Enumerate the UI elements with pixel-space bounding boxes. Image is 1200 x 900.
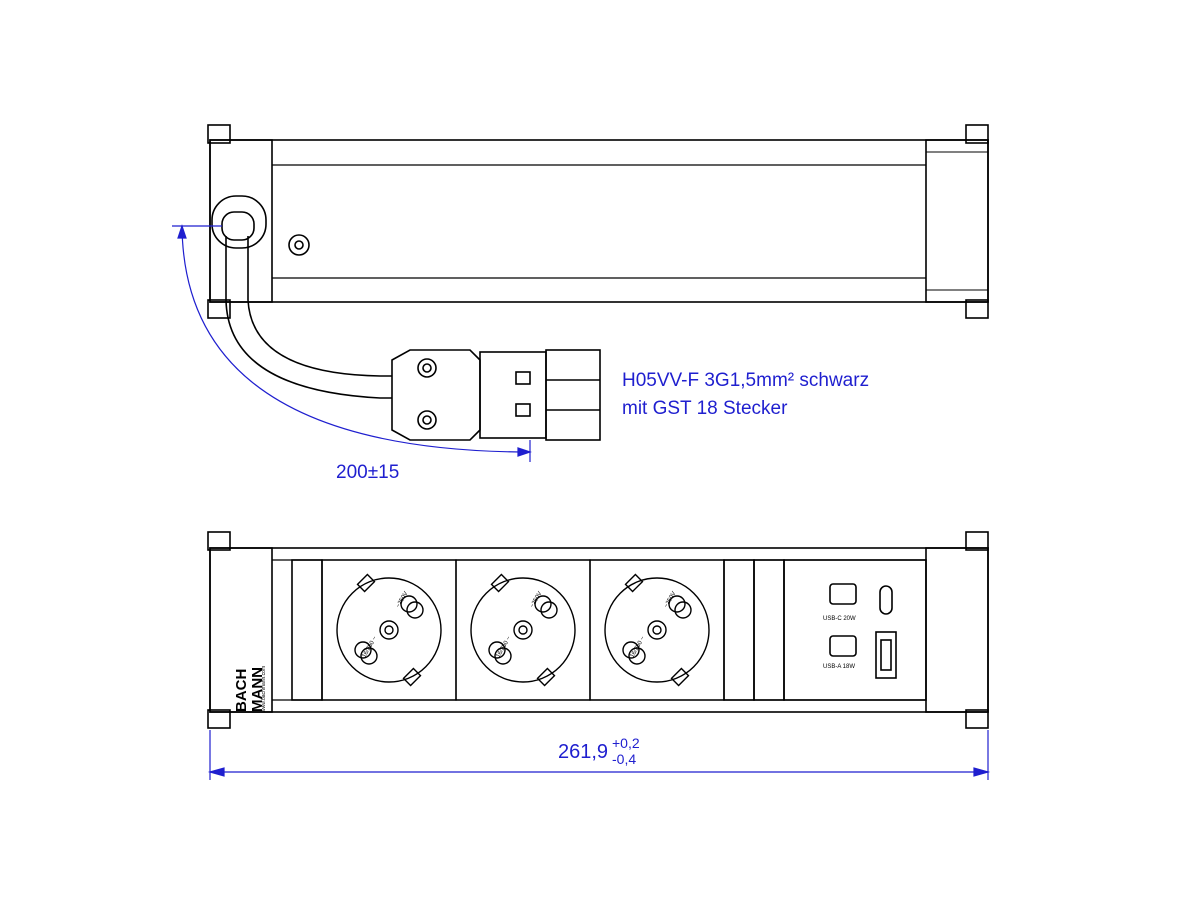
- top-view: [207, 124, 989, 441]
- pin-hole: [354, 641, 372, 659]
- socket-frame: [321, 559, 457, 701]
- left-endcap-top: [209, 139, 273, 303]
- width-tolerance-upper: +0,2: [612, 735, 640, 751]
- usb-c-charge-icon: [829, 583, 857, 605]
- pin-hole: [674, 601, 692, 619]
- width-tolerance-lower: -0,4: [612, 751, 636, 767]
- pin-hole: [622, 641, 640, 659]
- usb-c-label: USB-C 20W: [823, 616, 856, 622]
- schuko-socket: [321, 559, 457, 701]
- cable-spec-label: H05VV-F 3G1,5mm² schwarz: [622, 370, 869, 391]
- bachmann-logo: BACH MANN: [233, 667, 266, 712]
- socket-face: [336, 577, 442, 683]
- cable-length-label: 200±15: [336, 462, 399, 483]
- left-endcap-front: [209, 547, 273, 713]
- cable-length-dimension: [172, 224, 532, 462]
- cable: [225, 236, 392, 399]
- front-view: [207, 531, 989, 729]
- cable-plug-label: mit GST 18 Stecker: [622, 398, 788, 419]
- width-dimension: [207, 730, 991, 780]
- earth-clip: [536, 667, 556, 687]
- screw-icon: [288, 234, 310, 256]
- brand-line2: MANN: [249, 667, 266, 712]
- socket-center-screw: [647, 620, 667, 640]
- socket-rating-bottom: 16/250 ~: [630, 635, 647, 659]
- pin-hole: [540, 601, 558, 619]
- usb-a-port: [875, 631, 897, 679]
- pin-hole: [406, 601, 424, 619]
- usb-module: [783, 559, 927, 701]
- brand-url: www.bachmann.com: [261, 666, 267, 712]
- socket-rating-bottom: 16/250 ~: [496, 635, 513, 659]
- earth-clip: [490, 573, 510, 593]
- socket-frame: [455, 559, 591, 701]
- right-endcap-top: [925, 139, 989, 303]
- earth-clip: [356, 573, 376, 593]
- schuko-socket: [455, 559, 591, 701]
- pin-hole: [488, 641, 506, 659]
- usb-a-charge-icon: [829, 635, 857, 657]
- socket-center-screw: [379, 620, 399, 640]
- cable-gland: [211, 195, 267, 249]
- brand-line1: BACH: [233, 669, 250, 712]
- socket-frame: [589, 559, 725, 701]
- earth-clip: [670, 667, 690, 687]
- usb-c-port: [879, 585, 893, 615]
- socket-face: [470, 577, 576, 683]
- usb-a-label: USB-A 18W: [823, 664, 855, 670]
- width-value: 261,9: [558, 741, 608, 763]
- schuko-socket: [589, 559, 725, 701]
- socket-face: [604, 577, 710, 683]
- socket-rating-bottom: 16/250 ~: [362, 635, 379, 659]
- socket-center-screw: [513, 620, 533, 640]
- earth-clip: [402, 667, 422, 687]
- earth-clip: [624, 573, 644, 593]
- gst18-connector: [391, 349, 601, 441]
- front-housing-outline: [209, 547, 989, 713]
- right-endcap-front: [925, 547, 989, 713]
